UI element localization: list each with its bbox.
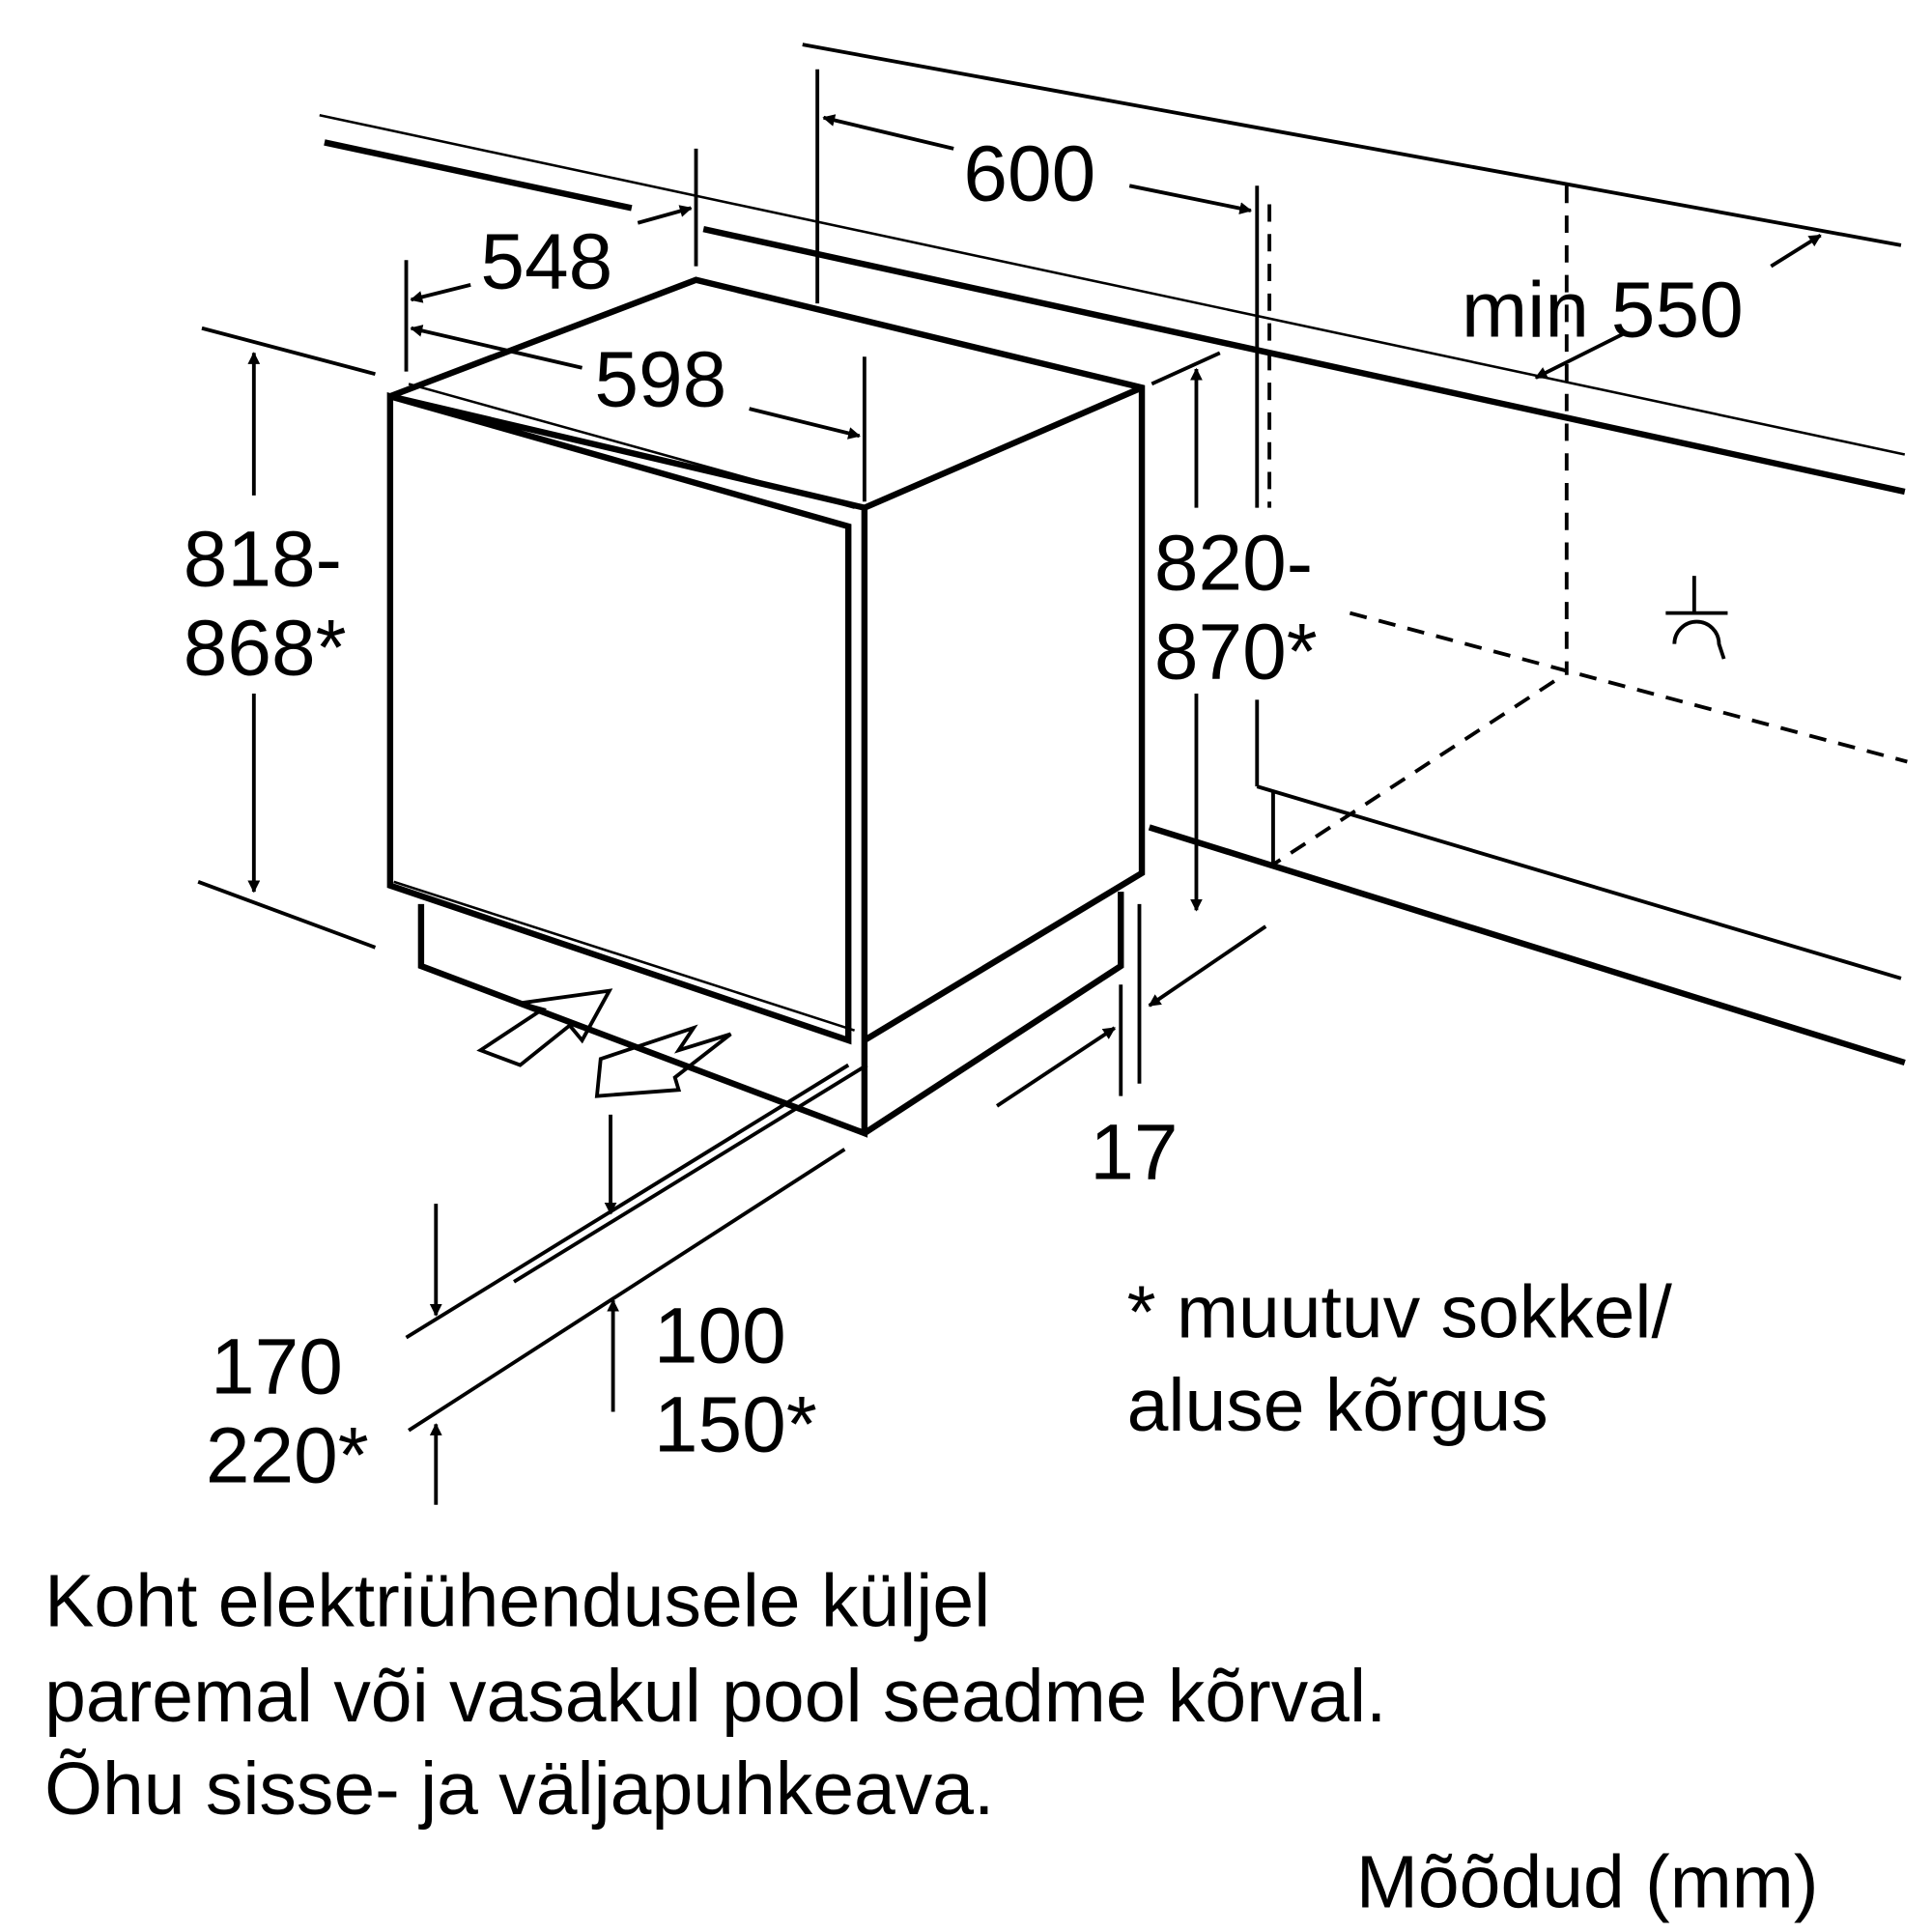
appliance [386, 276, 1146, 1138]
note-line-3: Õhu sisse- ja väljapuhkeava. [44, 1747, 994, 1831]
dim-600: 600 [963, 130, 1095, 218]
note-line-2: paremal või vasakul pool seadme kõrval. [44, 1655, 1386, 1738]
dimension-lines [197, 69, 1822, 1505]
dim-height-right-1: 820- [1154, 519, 1313, 607]
cabinet-lines [319, 43, 1908, 1066]
power-symbol-icon [1665, 576, 1728, 660]
dim-height-right-2: 870* [1154, 609, 1318, 696]
dim-min-550: min 550 [1462, 267, 1744, 355]
footnote-line-2: aluse kõrgus [1127, 1364, 1548, 1447]
dim-plinth-1: 170 [211, 1322, 343, 1410]
dim-plinth-2: 220* [206, 1412, 369, 1500]
dim-vent-1: 100 [654, 1292, 786, 1379]
dim-vent-2: 150* [654, 1381, 817, 1469]
note-line-1: Koht elektriühendusele küljel [44, 1559, 990, 1642]
footnote-line-1: * muutuv sokkel/ [1127, 1271, 1673, 1354]
dim-17: 17 [1090, 1109, 1178, 1197]
units-label: Mõõdud (mm) [1356, 1840, 1819, 1923]
dim-598: 598 [594, 336, 726, 424]
dim-height-left-2: 868* [184, 605, 347, 693]
airflow-arrows [476, 988, 732, 1098]
dim-height-left-1: 818- [184, 515, 342, 603]
dim-548: 548 [480, 218, 612, 306]
